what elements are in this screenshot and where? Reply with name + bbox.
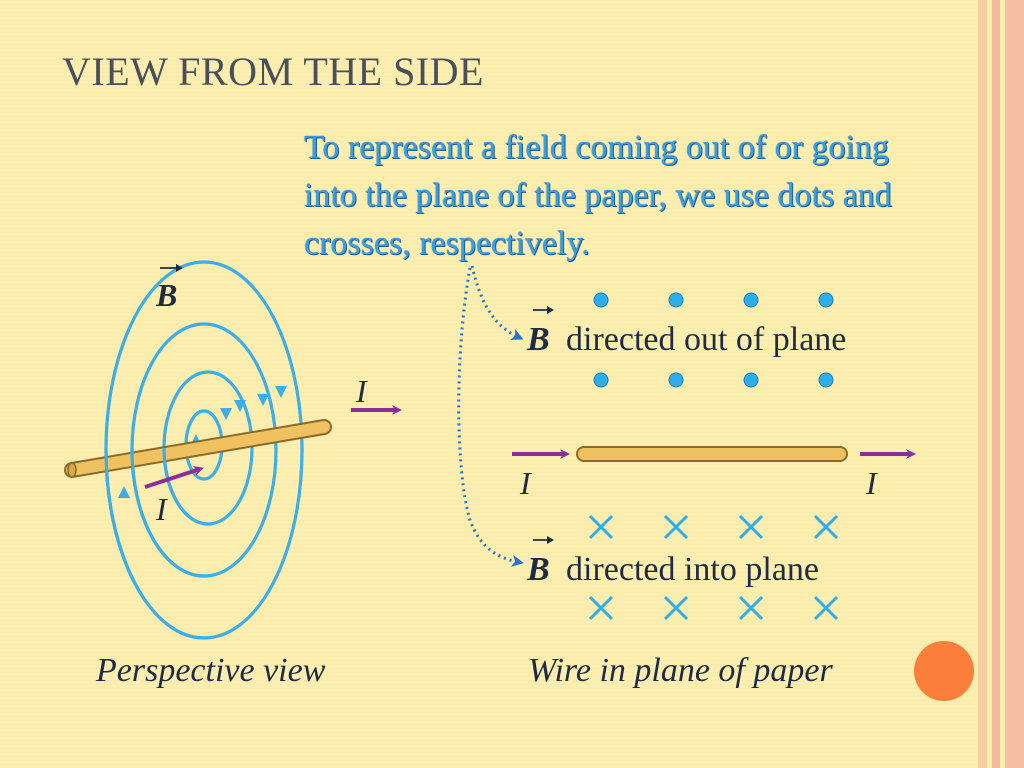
current-label: I bbox=[865, 465, 878, 501]
into-plane-text: directed into plane bbox=[566, 551, 819, 588]
side-stripe bbox=[992, 0, 1000, 768]
dot-symbol bbox=[818, 292, 834, 308]
side-stripe bbox=[1000, 0, 1005, 768]
b-out-label: B bbox=[526, 321, 550, 358]
side-stripe bbox=[987, 0, 992, 768]
field-arrow-icon bbox=[257, 394, 269, 406]
cross-symbol bbox=[813, 595, 839, 621]
plane-caption: Wire in plane of paper bbox=[528, 652, 833, 689]
dot-symbol bbox=[818, 372, 834, 388]
cross-symbol bbox=[738, 514, 764, 540]
dot-symbol bbox=[743, 372, 759, 388]
field-arrow-icon bbox=[234, 400, 246, 412]
current-label: I bbox=[355, 373, 368, 409]
b-field-label: B bbox=[155, 277, 177, 313]
field-arrow-icon bbox=[220, 408, 232, 420]
perspective-view: B I I Perspective view bbox=[64, 260, 402, 689]
slide-title: VIEW FROM THE SIDE bbox=[62, 49, 484, 94]
dot-symbol bbox=[743, 292, 759, 308]
field-arrow-icon bbox=[275, 386, 287, 398]
pointer-arrow-in bbox=[457, 267, 524, 567]
cross-symbol bbox=[663, 595, 689, 621]
cross-symbol bbox=[588, 595, 614, 621]
current-label: I bbox=[519, 465, 532, 501]
field-arrow-icon bbox=[118, 486, 130, 498]
wire-perspective bbox=[64, 419, 332, 478]
pointer-arrows bbox=[457, 265, 524, 567]
cross-symbol bbox=[663, 514, 689, 540]
cross-symbol bbox=[738, 595, 764, 621]
cross-symbol bbox=[813, 514, 839, 540]
b-in-label: B bbox=[526, 551, 550, 588]
dot-symbol bbox=[593, 372, 609, 388]
plane-view: B directed out of plane I I B directed i… bbox=[512, 292, 916, 689]
accent-circle bbox=[914, 641, 974, 701]
dot-symbol bbox=[593, 292, 609, 308]
current-label: I bbox=[155, 491, 168, 527]
crosses-into-plane bbox=[588, 514, 839, 621]
current-arrow-icon bbox=[144, 466, 204, 489]
pointer-arrow-out bbox=[470, 265, 524, 340]
dots-out-of-plane bbox=[593, 292, 834, 388]
side-stripe bbox=[1005, 0, 1024, 768]
intro-text: To represent a field coming out of or go… bbox=[304, 129, 892, 262]
dot-symbol bbox=[668, 372, 684, 388]
cross-symbol bbox=[588, 514, 614, 540]
dot-symbol bbox=[668, 292, 684, 308]
perspective-caption: Perspective view bbox=[95, 652, 326, 689]
side-stripe bbox=[978, 0, 987, 768]
out-of-plane-text: directed out of plane bbox=[566, 321, 846, 358]
